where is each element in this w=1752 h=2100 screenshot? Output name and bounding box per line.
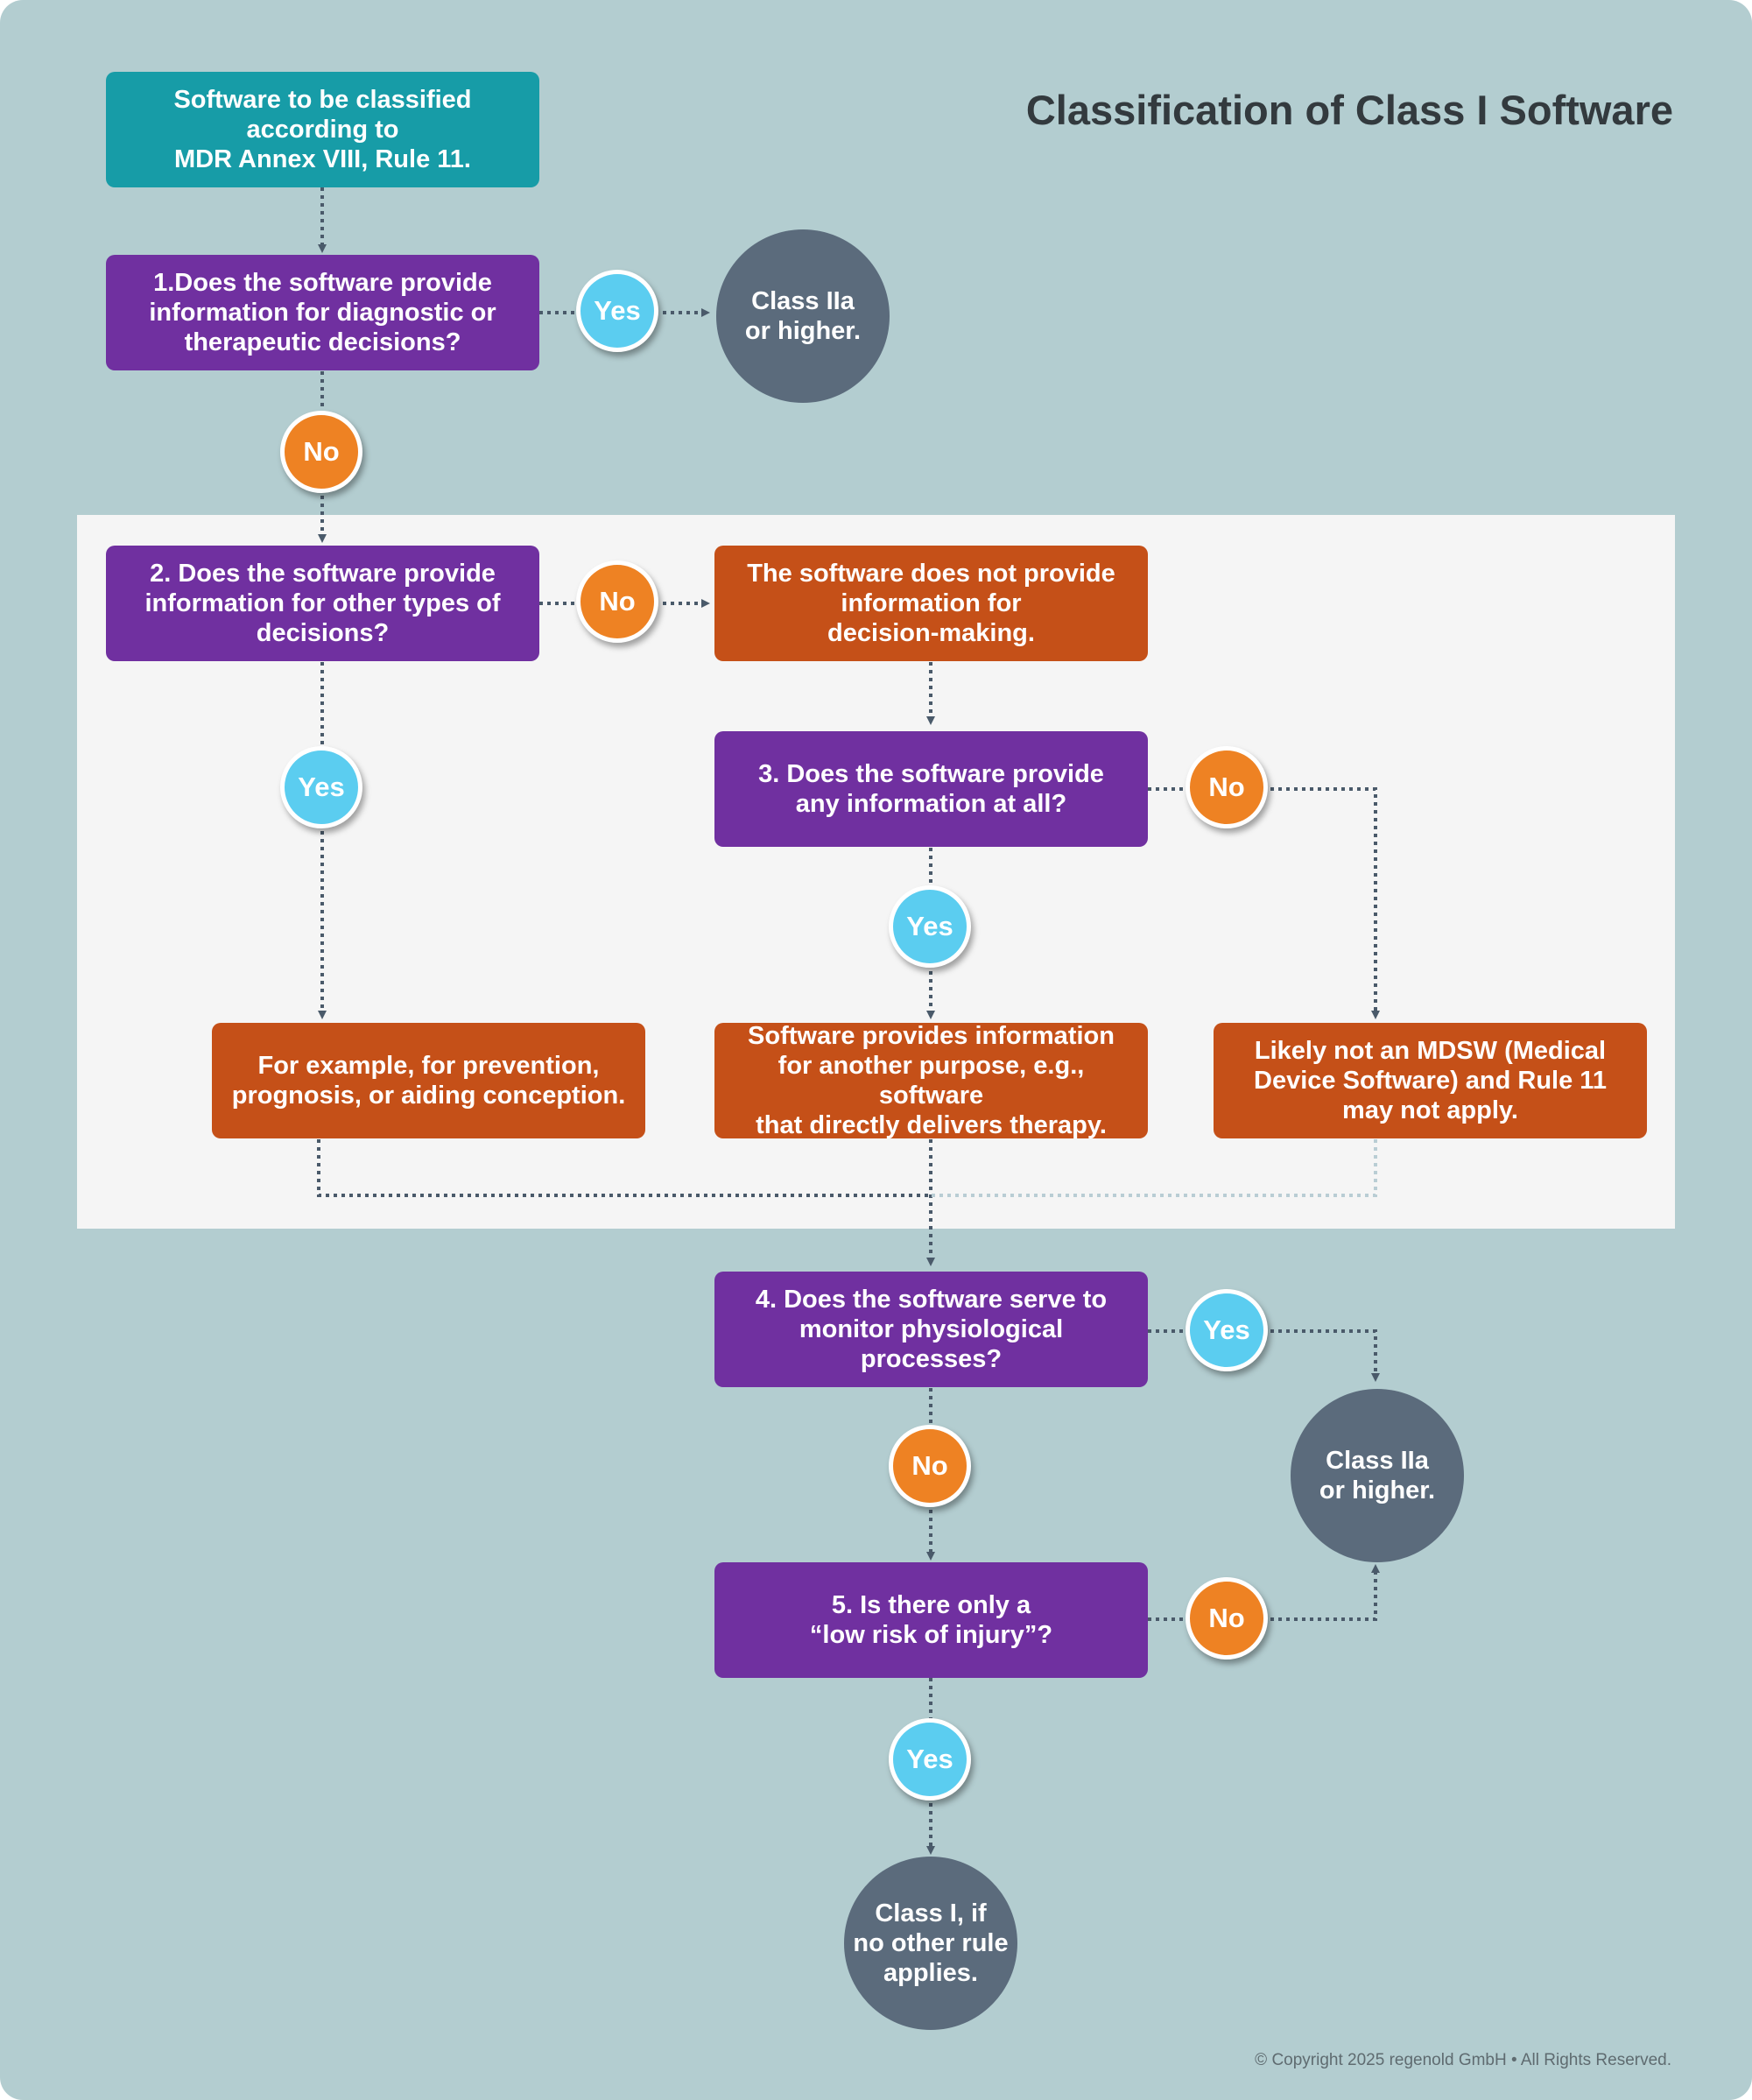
question-4-text: 4. Does the software serve to monitor ph… (755, 1286, 1108, 1373)
question-2-text: 2. Does the software provide information… (144, 560, 501, 647)
q5-yes-badge: Yes (889, 1718, 971, 1801)
connector-no-not-mdsw (1270, 787, 1380, 1019)
question-5-box: 5. Is there only a “low risk of injury”? (714, 1562, 1148, 1678)
no-decision-info-text: The software does not provide informatio… (747, 560, 1115, 647)
question-2-box: 2. Does the software provide information… (106, 546, 539, 661)
question-4-box: 4. Does the software serve to monitor ph… (714, 1272, 1148, 1387)
result-class-iia-right-text: Class IIa or higher. (1319, 1447, 1436, 1505)
connector-not-mdsw-faded (931, 1139, 1377, 1197)
question-1-text: 1.Does the software provide information … (149, 269, 496, 356)
no-decision-info-box: The software does not provide informatio… (714, 546, 1148, 661)
q3-no-badge: No (1186, 746, 1268, 828)
question-5-text: 5. Is there only a “low risk of injury”? (809, 1591, 1053, 1649)
result-class-iia-top: Class IIa or higher. (716, 229, 890, 403)
result-class-iia-top-text: Class IIa or higher. (744, 287, 862, 345)
example-prevention-text: For example, for prevention, prognosis, … (231, 1052, 626, 1110)
q5-no-badge: No (1186, 1577, 1268, 1660)
q2-no-badge: No (576, 560, 658, 643)
question-3-box: 3. Does the software provide any informa… (714, 731, 1148, 847)
q4-yes-badge: Yes (1186, 1289, 1268, 1371)
q3-yes-badge: Yes (889, 885, 971, 968)
connector-no-class-iia-right (1270, 1564, 1380, 1621)
start-text: Software to be classified according to M… (173, 86, 472, 173)
copyright-notice: © Copyright 2025 regenold GmbH • All Rig… (1255, 2051, 1671, 2069)
result-class-iia-right: Class IIa or higher. (1291, 1389, 1464, 1562)
question-1-box: 1.Does the software provide information … (106, 255, 539, 370)
start-box: Software to be classified according to M… (106, 72, 539, 187)
example-prevention-box: For example, for prevention, prognosis, … (212, 1023, 645, 1138)
q1-yes-badge: Yes (576, 270, 658, 352)
not-mdsw-text: Likely not an MDSW (Medical Device Softw… (1254, 1037, 1607, 1124)
q4-no-badge: No (889, 1425, 971, 1507)
connector-example-merge (317, 1139, 931, 1197)
connector-yes-class-iia-right (1270, 1329, 1380, 1382)
q1-no-badge: No (280, 411, 362, 493)
other-purpose-box: Software provides information for anothe… (714, 1022, 1148, 1139)
question-3-text: 3. Does the software provide any informa… (758, 760, 1104, 818)
other-purpose-text: Software provides information for anothe… (748, 1022, 1115, 1139)
q2-yes-badge: Yes (280, 746, 362, 828)
result-class-i: Class I, if no other rule applies. (844, 1857, 1017, 2030)
not-mdsw-box: Likely not an MDSW (Medical Device Softw… (1214, 1023, 1647, 1138)
page-title: Classification of Class I Software (1025, 87, 1673, 133)
result-class-i-text: Class I, if no other rule applies. (853, 1899, 1009, 1987)
